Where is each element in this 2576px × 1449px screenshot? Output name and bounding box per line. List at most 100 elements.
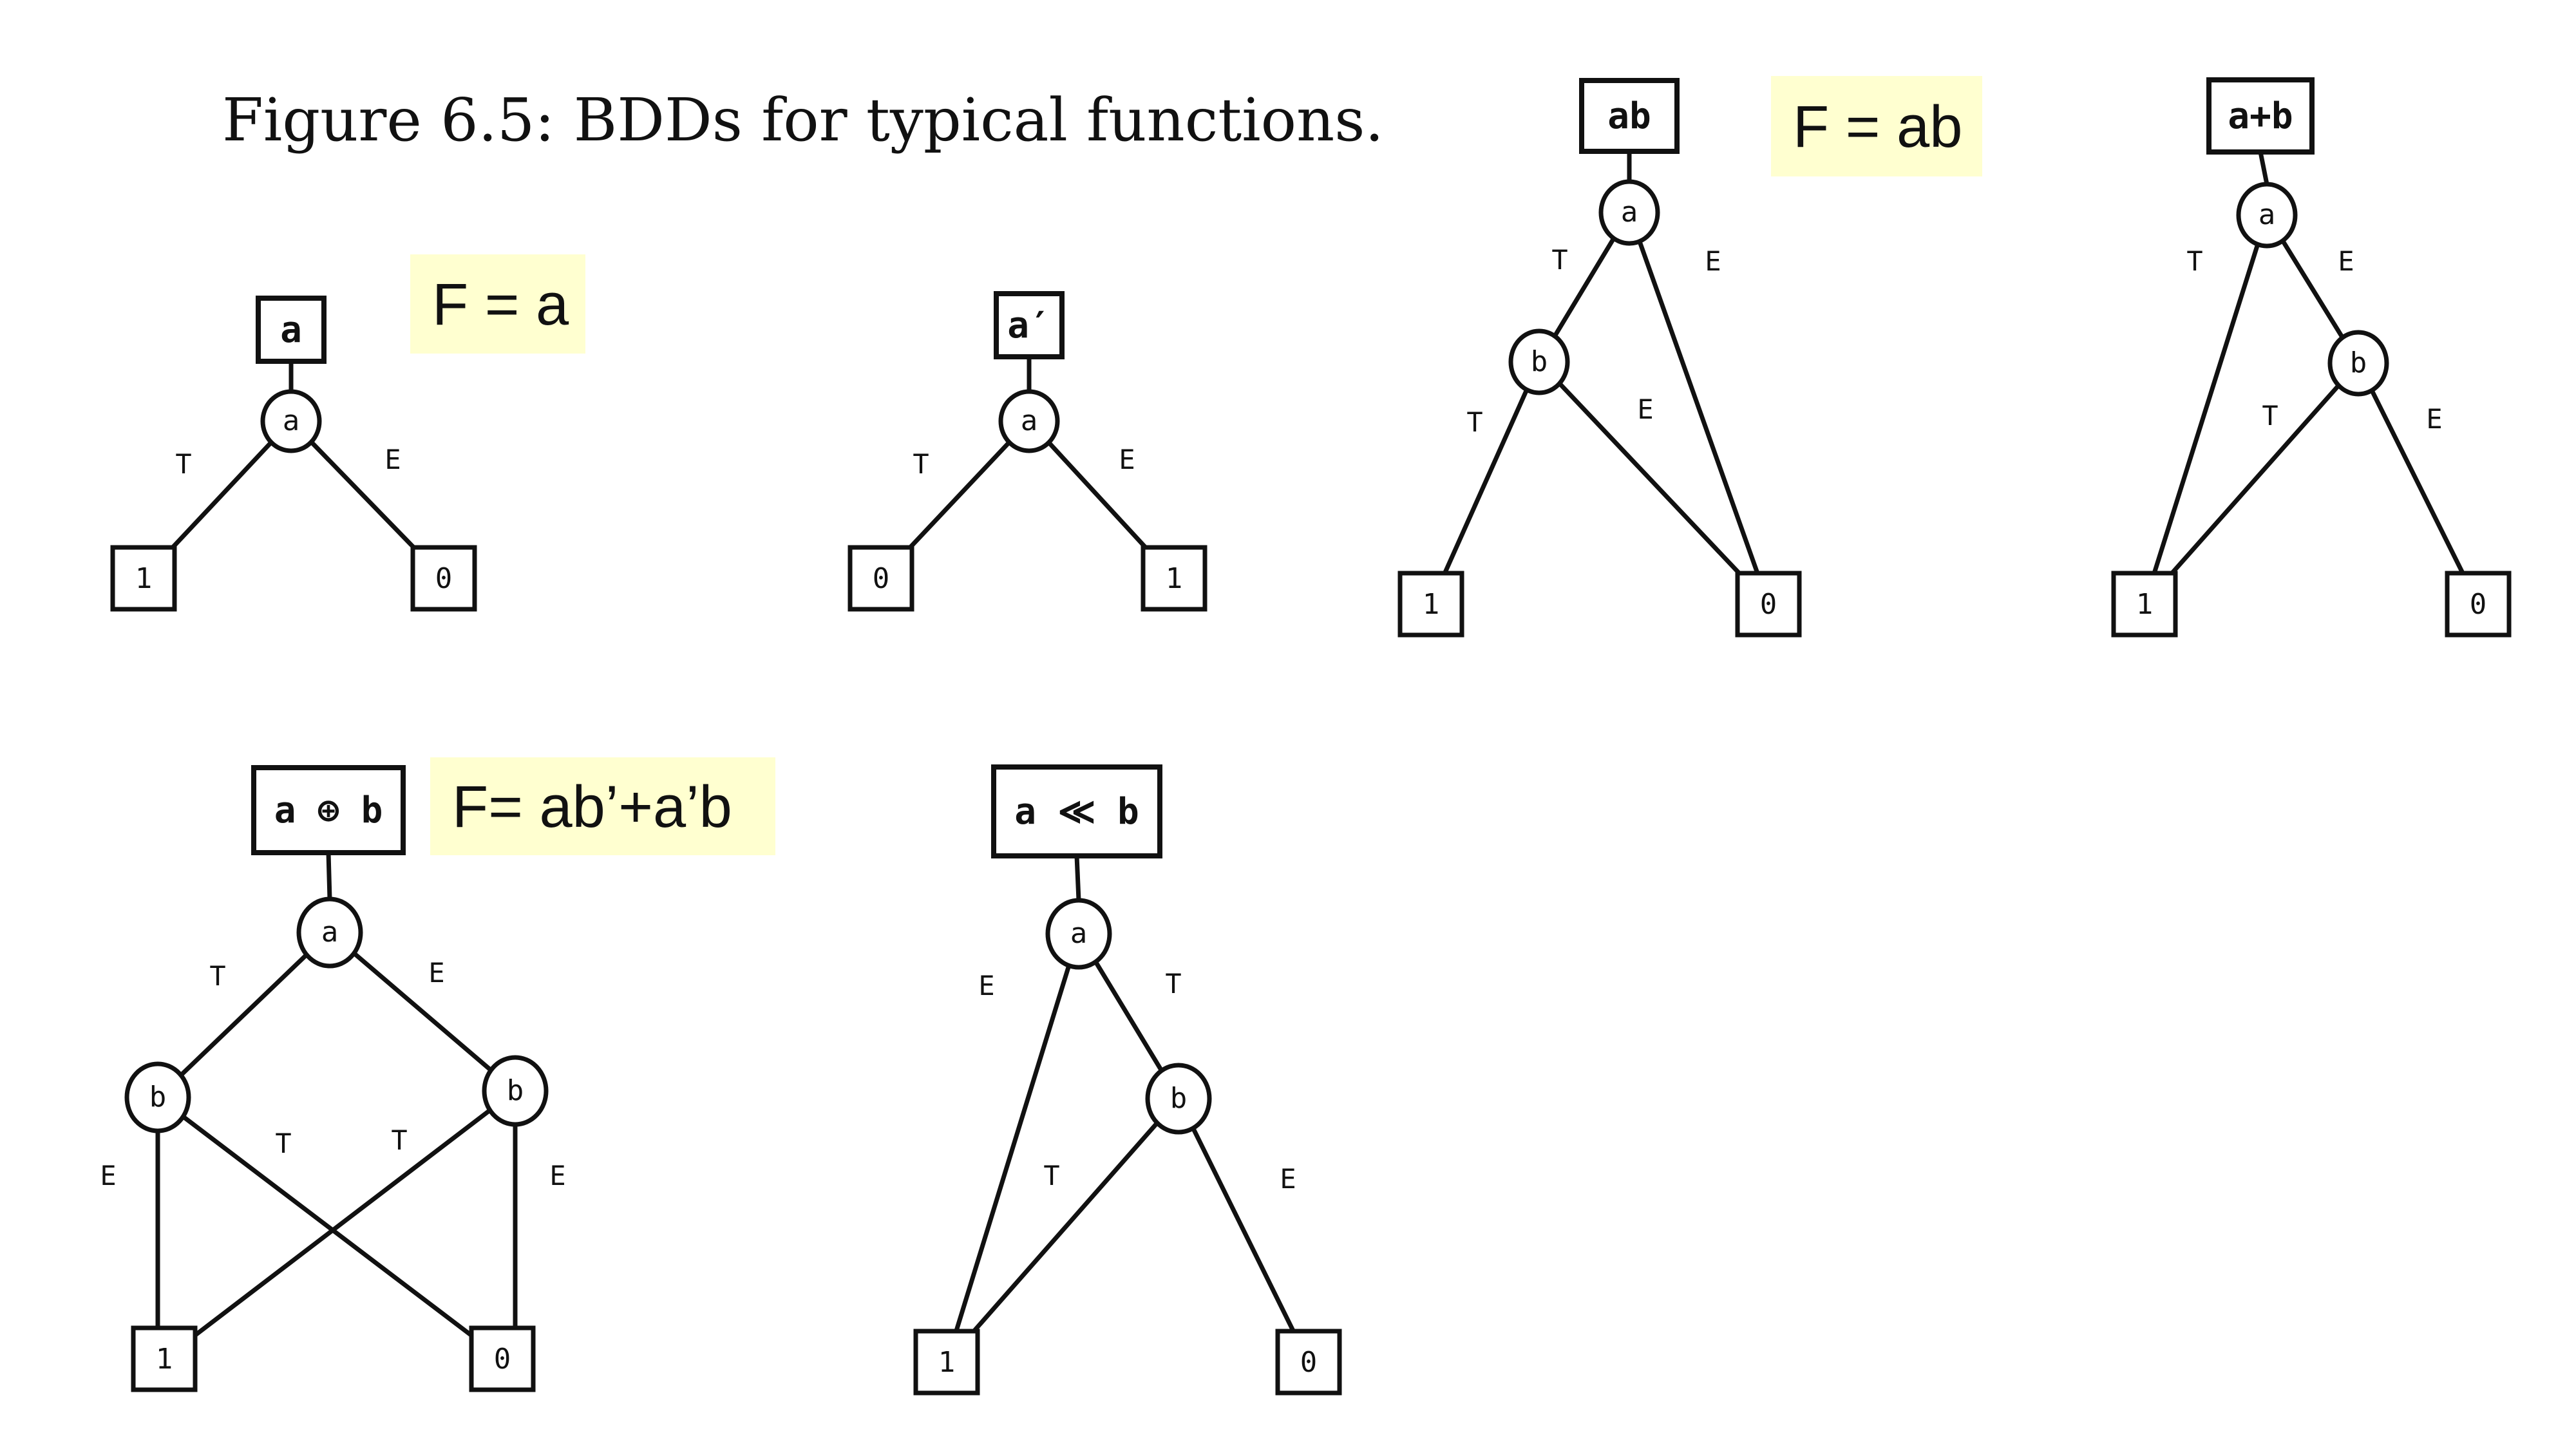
- edge-label: E: [978, 970, 994, 1001]
- root-function-label: a′: [1007, 305, 1050, 346]
- edge-label: T: [1551, 244, 1567, 276]
- terminal-node-1: [2111, 571, 2178, 638]
- decision-node-a: [998, 389, 1060, 453]
- formula-label: F= ab’+a’b: [452, 774, 732, 840]
- terminal-node-1: [913, 1329, 980, 1396]
- decision-node-a: [2236, 182, 2298, 249]
- decision-node-b: [482, 1055, 549, 1127]
- terminal-label: 1: [938, 1346, 956, 1379]
- decision-node-b: [124, 1061, 191, 1133]
- formula-highlight: F = a: [410, 254, 585, 354]
- terminal-node-0: [410, 545, 477, 612]
- decision-node-label: b: [2350, 346, 2367, 379]
- edge-label: E: [1705, 245, 1721, 277]
- edge-label: E: [549, 1160, 565, 1191]
- edge-label: T: [1466, 406, 1482, 438]
- edge-label: T: [175, 448, 191, 480]
- decision-node-b: [1145, 1063, 1212, 1135]
- edge-label: E: [100, 1160, 116, 1191]
- terminal-label: 0: [1300, 1346, 1318, 1379]
- terminal-node-0: [469, 1325, 536, 1392]
- highlight-background: [410, 254, 585, 354]
- terminal-label: 0: [1760, 588, 1777, 621]
- edge-label: T: [2262, 400, 2278, 431]
- terminal-node-0: [2445, 571, 2512, 638]
- bdd-xor-diagram: F= ab’+a’bT E E T T Ea ⊕ b a b b 1 0: [100, 757, 775, 1392]
- edge-label: T: [1043, 1160, 1059, 1191]
- formula-highlight: F = ab: [1771, 76, 1982, 176]
- root-function-label: a: [280, 309, 302, 351]
- terminal-label: 0: [435, 562, 453, 595]
- decision-node-a: [1598, 179, 1660, 246]
- terminal-label: 0: [2470, 588, 2487, 621]
- edge-label: T: [275, 1128, 291, 1159]
- edge-n-b-l1: [2142, 361, 2361, 607]
- edge-n-b2-l1: [162, 1088, 518, 1361]
- decision-node-label: a: [2259, 198, 2276, 231]
- edge-label: E: [2426, 403, 2442, 435]
- decision-node-label: a: [283, 404, 300, 437]
- root-function-label: a ≪ b: [1014, 791, 1139, 833]
- decision-node-label: a: [321, 916, 339, 949]
- decision-node-a: [260, 389, 322, 453]
- decision-node-label: a: [1021, 404, 1038, 437]
- terminal-label: 0: [494, 1343, 511, 1376]
- decision-node-label: b: [1170, 1082, 1188, 1115]
- decision-node-a: [1045, 898, 1112, 970]
- edge-n-b1-l0: [155, 1095, 505, 1361]
- edge-n-b-l0: [1537, 359, 1771, 607]
- decision-node-label: b: [149, 1081, 167, 1113]
- root-connector: [326, 850, 332, 902]
- formula-label: F = ab: [1793, 94, 1962, 160]
- root-function-label: a ⊕ b: [274, 790, 383, 831]
- terminal-node-0: [1275, 1329, 1342, 1396]
- edge-n-a-n-b1: [155, 930, 332, 1100]
- edge-n-a-l0: [1627, 210, 1771, 607]
- edge-label: E: [1119, 444, 1135, 475]
- root-function-box: [991, 764, 1162, 858]
- edge-label: T: [1165, 968, 1181, 999]
- terminal-node-1: [110, 545, 177, 612]
- edge-label: E: [1637, 393, 1653, 425]
- edge-label: T: [391, 1124, 407, 1156]
- edge-label: T: [209, 960, 225, 992]
- edge-n-a-n-b2: [327, 930, 518, 1094]
- root-connector: [1074, 853, 1081, 903]
- root-function-box: [256, 296, 327, 364]
- terminal-node-1: [1141, 545, 1208, 612]
- decision-node-label: b: [507, 1074, 524, 1107]
- decision-node-label: b: [1531, 345, 1548, 378]
- formula-highlight: F= ab’+a’b: [430, 757, 775, 855]
- root-function-label: a+b: [2228, 95, 2293, 137]
- terminal-label: 1: [135, 562, 153, 595]
- terminal-node-0: [1735, 571, 1802, 638]
- edge-label: E: [1280, 1163, 1296, 1195]
- terminal-node-1: [1397, 571, 1464, 638]
- formula-label: F = a: [432, 272, 569, 337]
- edge-n-a-l1: [944, 931, 1081, 1365]
- edge-label: E: [2338, 245, 2354, 277]
- highlight-background: [430, 757, 775, 855]
- root-function-label: ab: [1607, 95, 1651, 137]
- highlight-background: [1771, 76, 1982, 176]
- bdd-a-or-b-diagram: T E T Ea+b a b 1 0: [2111, 77, 2512, 638]
- terminal-label: 1: [1423, 588, 1440, 621]
- edge-label: T: [913, 448, 929, 480]
- terminal-label: 0: [873, 562, 890, 595]
- edge-n-b-l0: [1176, 1096, 1311, 1365]
- decision-node-b: [2327, 330, 2389, 397]
- edge-label: T: [2186, 245, 2202, 277]
- decision-node-label: a: [1621, 196, 1638, 229]
- root-function-box: [2206, 77, 2315, 155]
- edge-label: E: [428, 957, 444, 989]
- figure-caption: Figure 6.5: BDDs for typical functions.: [222, 86, 1384, 155]
- edge-n-b-l0: [2356, 361, 2481, 607]
- edge-n-b-l1: [944, 1096, 1181, 1365]
- terminal-label: 1: [2136, 588, 2154, 621]
- terminal-label: 1: [156, 1343, 173, 1376]
- edge-n-a-l1: [2142, 213, 2269, 607]
